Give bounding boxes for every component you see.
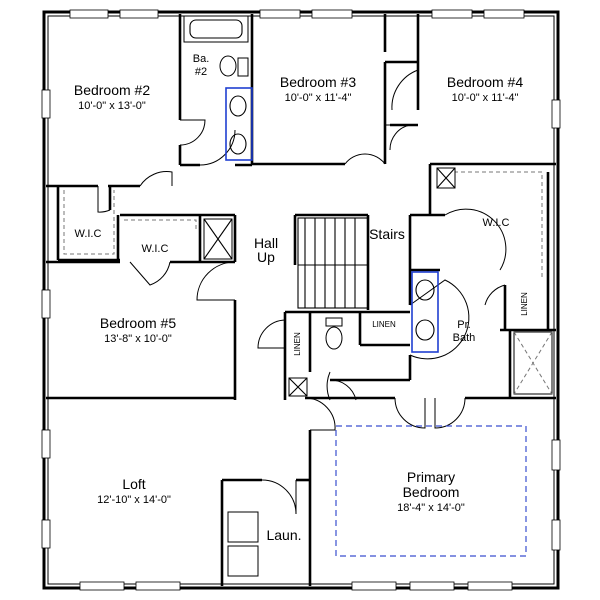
primary-bath-name-line1: Pr. bbox=[457, 319, 470, 331]
loft-dims: 12'-10" x 14'-0" bbox=[97, 494, 171, 506]
stair-treads bbox=[297, 217, 369, 309]
linen-right-name: LINEN bbox=[520, 292, 529, 316]
stairs-name: Stairs bbox=[369, 226, 405, 242]
bath2-name-line2: #2 bbox=[195, 66, 207, 78]
primary-bedroom-name-line2: Bedroom bbox=[403, 484, 460, 500]
bedroom5-dims: 13'-8" x 10'-0" bbox=[104, 333, 172, 345]
bedroom2-dims: 10'-0" x 13'-0" bbox=[78, 100, 146, 112]
bedroom3-dims: 10'-0" x 11'-4" bbox=[285, 92, 352, 104]
fixtures bbox=[63, 15, 553, 577]
linen-center-name: LINEN bbox=[372, 320, 396, 329]
bedroom4-name: Bedroom #4 bbox=[447, 74, 523, 90]
loft-name: Loft bbox=[122, 476, 145, 492]
windows bbox=[41, 9, 561, 591]
hall-name-line1: Hall bbox=[254, 235, 278, 251]
hall-name-line2: Up bbox=[257, 249, 275, 265]
primary-bedroom-name-line1: Primary bbox=[407, 469, 455, 485]
wic-right-name: W.I.C bbox=[483, 217, 510, 229]
bedroom3-name: Bedroom #3 bbox=[280, 74, 356, 90]
bedroom4-dims: 10'-0" x 11'-4" bbox=[452, 92, 519, 104]
bath2-name-line1: Ba. bbox=[193, 53, 210, 65]
room-labels: Bedroom #2 10'-0" x 13'-0" Ba. #2 Bedroo… bbox=[74, 53, 529, 543]
door-swings bbox=[97, 69, 507, 515]
bedroom2-name: Bedroom #2 bbox=[74, 82, 150, 98]
bedroom5-name: Bedroom #5 bbox=[100, 315, 176, 331]
wic-center-name: W.I.C bbox=[142, 243, 169, 255]
primary-bath-name-line2: Bath bbox=[453, 332, 476, 344]
laundry-name: Laun. bbox=[266, 527, 301, 543]
primary-bedroom-dims: 18'-4" x 14'-0" bbox=[397, 502, 465, 514]
linen-vertical-name: LINEN bbox=[293, 332, 302, 356]
wic-left-name: W.I.C bbox=[75, 228, 102, 240]
